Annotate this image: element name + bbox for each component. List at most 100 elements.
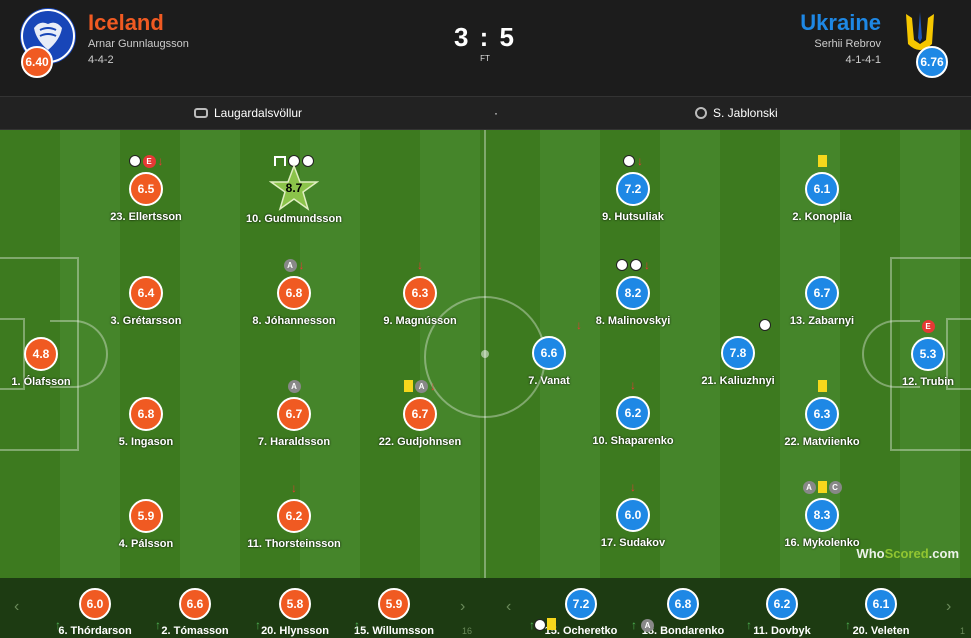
player-rating: 6.5 <box>129 172 163 206</box>
venue: Laugardalsvöllur <box>194 106 302 120</box>
player-name: 13. Zabarnyi <box>789 315 855 327</box>
goal-ball-icon <box>630 259 642 271</box>
event-icons: ↓ <box>239 481 349 495</box>
player-mykolenko[interactable]: A C 8.3 16. Mykolenko <box>767 480 877 549</box>
whoscored-logo: WhoScored.com <box>856 546 959 561</box>
subbed-on-arrow-icon: ↑ <box>55 618 61 632</box>
assist-badge-icon: A <box>283 258 297 272</box>
subbed-on-arrow-icon: ↑ <box>255 618 261 632</box>
player-rating: 8.2 <box>616 276 650 310</box>
ukraine-trident-icon[interactable] <box>898 8 942 64</box>
player-rating: 4.8 <box>24 337 58 371</box>
player-konoplia[interactable]: 6.1 2. Konoplia <box>767 155 877 223</box>
player-rating: 6.1 <box>865 588 897 620</box>
player-matviienko[interactable]: 6.3 22. Matviienko <box>767 380 877 448</box>
player-name: 4. Pálsson <box>118 538 174 550</box>
player-name: 9. Magnússon <box>383 315 457 327</box>
referee-name: S. Jablonski <box>713 106 778 120</box>
yellow-card-icon <box>817 380 827 392</box>
goal-ball-icon <box>128 155 141 167</box>
home-penalty-arc <box>50 320 108 388</box>
home-subs-prev-arrow-icon[interactable]: ‹ <box>14 598 20 615</box>
referee: S. Jablonski <box>695 106 778 120</box>
player-rating: 5.9 <box>378 588 410 620</box>
sub-tomasson[interactable]: 6.6 ↑ 2. Tómasson <box>145 588 245 637</box>
sub-willumsson[interactable]: 5.9 ↑ 15. Willumsson <box>344 588 444 637</box>
player-name: 8. Malinovskyi <box>595 315 671 327</box>
player-rating: 6.6 <box>532 336 566 370</box>
player-name: 2. Tómasson <box>161 625 229 637</box>
player-gudmundsson[interactable]: 8.7 10. Gudmundsson <box>239 155 349 225</box>
home-subs-next-arrow-icon[interactable]: › <box>460 598 466 615</box>
player-name: 12. Trubin <box>902 376 954 388</box>
event-icons: A <box>239 379 349 393</box>
pitch: 4.8 1. Ólafsson 6.4 3. Grétarsson 6.8 5.… <box>0 130 971 578</box>
away-team-rating: 6.76 <box>916 46 948 78</box>
player-name: 15. Ocheretko <box>544 625 618 637</box>
player-sudakov[interactable]: ↓ 6.0 17. Sudakov <box>578 481 688 549</box>
goal-ball-icon <box>302 155 314 167</box>
home-team-name[interactable]: Iceland <box>88 10 164 35</box>
goal-ball-icon <box>623 155 635 167</box>
player-gudjohnsen[interactable]: A ↓ 6.7 22. Gudjohnsen <box>365 379 475 448</box>
player-name: 11. Thorsteinsson <box>247 538 341 550</box>
player-rating: 7.8 <box>721 336 755 370</box>
sub-veleten[interactable]: 6.1 ↑ 20. Veleten <box>831 588 931 637</box>
home-team-rating: 6.40 <box>21 46 53 78</box>
player-hutsuliak[interactable]: ↓ 7.2 9. Hutsuliak <box>578 155 688 223</box>
player-name: 22. Matviienko <box>784 436 860 448</box>
player-thorsteinsson[interactable]: ↓ 6.2 11. Thorsteinsson <box>239 482 349 550</box>
event-icons: E <box>873 319 971 333</box>
subbed-on-arrow-icon: ↑ <box>845 618 851 632</box>
event-icons: A ↓ <box>365 379 475 393</box>
sub-thordarson[interactable]: 6.0 ↑ 6. Thórdarson <box>45 588 145 637</box>
player-zabarnyi[interactable]: 6.7 13. Zabarnyi <box>767 276 877 327</box>
subbed-off-arrow-icon: ↓ <box>417 258 423 272</box>
player-name: 9. Hutsuliak <box>602 211 664 223</box>
yellow-card-icon <box>817 481 827 493</box>
sub-bondarenko[interactable]: 6.8 ↑ A 18. Bondarenko <box>631 588 733 637</box>
player-trubin[interactable]: E 5.3 12. Trubin <box>873 319 971 388</box>
subbed-on-arrow-icon: ↑ <box>155 618 161 632</box>
match-status: FT <box>480 54 490 63</box>
player-shaparenko[interactable]: ↓ 6.2 10. Shaparenko <box>578 379 688 447</box>
player-rating: 5.3 <box>911 337 945 371</box>
player-rating: 6.3 <box>403 276 437 310</box>
player-ellertsson[interactable]: E ↓ 6.5 23. Ellertsson <box>91 154 201 223</box>
player-name: 10. Shaparenko <box>592 435 674 447</box>
stadium-icon <box>194 108 208 118</box>
away-manager: Serhii Rebrov <box>814 38 881 50</box>
sub-ocheretko[interactable]: 7.2 ↑ 15. Ocheretko <box>529 588 631 637</box>
player-haraldsson[interactable]: A 6.7 7. Haraldsson <box>239 379 349 448</box>
sub-dovbyk[interactable]: 6.2 ↑ 11. Dovbyk <box>732 588 832 637</box>
player-magnusson[interactable]: ↓ 6.3 9. Magnússon <box>365 259 475 327</box>
player-rating: 6.1 <box>805 172 839 206</box>
player-name: 7. Haraldsson <box>257 436 331 448</box>
substitutes-bar: 6.0 ↑ 6. Thórdarson 6.6 ↑ 2. Tómasson 5.… <box>0 578 971 638</box>
away-subs-next-arrow-icon[interactable]: › <box>946 598 952 615</box>
player-rating: 6.2 <box>616 396 650 430</box>
player-rating: 6.7 <box>277 397 311 431</box>
away-team-name[interactable]: Ukraine <box>800 10 881 35</box>
player-rating: 6.8 <box>129 397 163 431</box>
player-rating: 6.0 <box>79 588 111 620</box>
player-rating: 6.4 <box>129 276 163 310</box>
player-johannesson[interactable]: A ↓ 6.8 8. Jóhannesson <box>239 258 349 327</box>
player-rating: 6.7 <box>805 276 839 310</box>
player-gretarsson[interactable]: 6.4 3. Grétarsson <box>91 276 201 327</box>
away-subs-prev-arrow-icon[interactable]: ‹ <box>506 598 512 615</box>
sub-hlynsson[interactable]: 5.8 ↑ 20. Hlynsson <box>245 588 345 637</box>
player-ingason[interactable]: 6.8 5. Ingason <box>91 397 201 448</box>
event-icons: ↓ <box>494 318 604 332</box>
player-rating: 6.7 <box>403 397 437 431</box>
whistle-icon <box>695 107 707 119</box>
player-palsson[interactable]: 5.9 4. Pálsson <box>91 499 201 550</box>
player-rating: 6.0 <box>616 498 650 532</box>
player-name: 11. Dovbyk <box>753 625 811 637</box>
player-vanat[interactable]: ↓ 6.6 7. Vanat <box>494 319 604 387</box>
player-malinovskyi[interactable]: ↓ 8.2 8. Malinovskyi <box>578 259 688 327</box>
player-olafsson[interactable]: 4.8 1. Ólafsson <box>0 337 96 388</box>
man-of-the-match-star-icon: 8.7 <box>269 164 319 214</box>
player-kaliuzhnyi[interactable]: 7.8 21. Kaliuzhnyi <box>683 319 793 387</box>
player-rating: 8.7 <box>285 181 303 195</box>
